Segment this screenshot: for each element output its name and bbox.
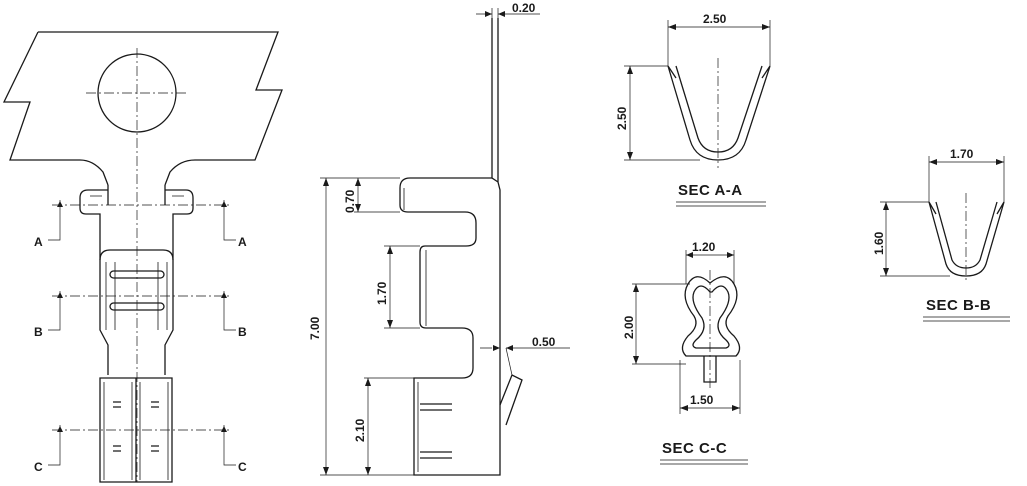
side-profile: [399, 177, 501, 476]
neck: [107, 185, 166, 205]
sec-cc-title: SEC C-C: [662, 440, 727, 457]
dim-1-70-width: 1.70: [950, 147, 974, 161]
side-strip: [491, 18, 501, 378]
dim-0-50: 0.50: [532, 335, 556, 349]
dim-1-70: 1.70: [375, 281, 389, 305]
dim-0-20: 0.20: [512, 1, 536, 15]
sec-bb-title: SEC B-B: [926, 297, 991, 314]
section-cc: 1.20 2.00 1.50 SEC C-C: [622, 240, 748, 465]
body-outline: [99, 249, 174, 375]
front-view: A A B B C C: [2, 31, 283, 483]
sec-aa-title: SEC A-A: [678, 182, 743, 199]
section-bb: 1.70 1.60 SEC B-B: [872, 147, 1010, 322]
side-view: 0.20 7.00 0.70 1.70 2.10 0.50: [308, 1, 570, 476]
marker-a-right: A: [238, 235, 247, 249]
marker-c-right: C: [238, 460, 247, 474]
section-aa: 2.50 2.50 SEC A-A: [615, 12, 771, 207]
bb-profile: [928, 201, 1005, 277]
marker-c-left: C: [34, 460, 43, 474]
dim-2-00: 2.00: [622, 315, 636, 339]
cc-outer: [681, 276, 741, 357]
side-tab: [499, 374, 523, 426]
aa-profile: [667, 65, 771, 161]
dim-1-20: 1.20: [692, 240, 716, 254]
upper-wings: [79, 189, 194, 260]
dim-1-50: 1.50: [690, 393, 714, 407]
cc-inner: [692, 285, 730, 349]
dim-2-50-height: 2.50: [615, 106, 629, 130]
marker-a-left: A: [34, 235, 43, 249]
marker-b-left: B: [34, 325, 43, 339]
marker-b-right: B: [238, 325, 247, 339]
dim-2-10: 2.10: [353, 418, 367, 442]
contact-box: [99, 377, 173, 483]
dim-1-60: 1.60: [872, 231, 886, 255]
dim-2-50-width: 2.50: [703, 12, 727, 26]
dim-0-70: 0.70: [343, 189, 357, 213]
carrier-strip: [2, 31, 283, 186]
dim-7-00: 7.00: [308, 316, 322, 340]
